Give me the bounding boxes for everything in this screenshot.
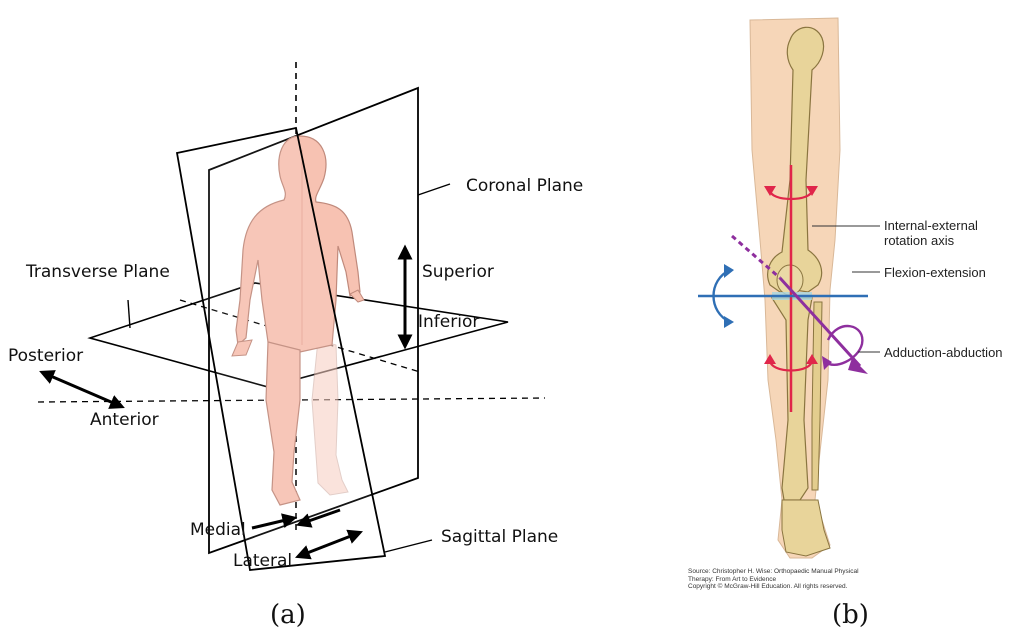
anterior-label: Anterior [90, 410, 159, 430]
source-line-2: Therapy: From Art to Evidence [688, 576, 948, 584]
rotation-axis-label: Internal-external rotation axis [884, 218, 978, 248]
fibula [812, 302, 822, 490]
lateral-label: Lateral [233, 551, 292, 571]
medial-label: Medial [190, 520, 246, 540]
posterior-anterior-arrow [46, 374, 118, 405]
foot [782, 500, 830, 556]
source-line-1: Source: Christopher H. Wise: Orthopaedic… [688, 568, 948, 576]
knee-axes-diagram [680, 0, 1019, 580]
inferior-label: Inferior [418, 312, 479, 332]
rotation-axis-label-line1: Internal-external [884, 218, 978, 233]
posterior-label: Posterior [8, 346, 83, 366]
anatomical-planes-diagram [0, 0, 560, 600]
sagittal-plane-label: Sagittal Plane [441, 527, 558, 547]
coronal-plane-label: Coronal Plane [466, 176, 583, 196]
source-note: Source: Christopher H. Wise: Orthopaedic… [688, 568, 948, 591]
caption-b: (b) [832, 600, 869, 630]
flexion-extension-label: Flexion-extension [884, 265, 986, 280]
superior-label: Superior [422, 262, 494, 282]
source-line-3: Copyright © McGraw-Hill Education. All r… [688, 583, 948, 591]
rotation-axis-label-line2: rotation axis [884, 233, 978, 248]
caption-a: (a) [270, 600, 306, 630]
adduction-abduction-label: Adduction-abduction [884, 345, 1003, 360]
transverse-plane-label: Transverse Plane [26, 262, 170, 282]
